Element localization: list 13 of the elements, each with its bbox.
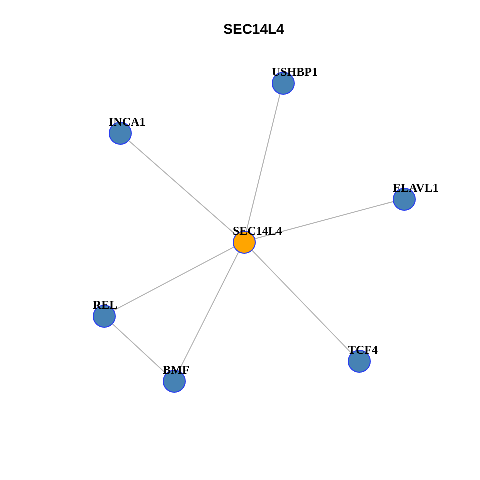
edge-line bbox=[246, 93, 281, 232]
edge-line bbox=[128, 140, 236, 236]
edge-line bbox=[112, 322, 166, 374]
edge-line bbox=[251, 249, 352, 354]
edge-line bbox=[113, 246, 235, 312]
node-label: USHBP1 bbox=[272, 66, 318, 79]
node-label: SEC14L4 bbox=[233, 225, 282, 238]
node-label: ELAVL1 bbox=[393, 182, 439, 195]
node-label: INCA1 bbox=[109, 116, 146, 129]
node-label: TCF4 bbox=[348, 344, 378, 357]
chart-title: SEC14L4 bbox=[222, 21, 286, 37]
edge-line bbox=[178, 251, 240, 372]
edge-line bbox=[254, 201, 394, 240]
